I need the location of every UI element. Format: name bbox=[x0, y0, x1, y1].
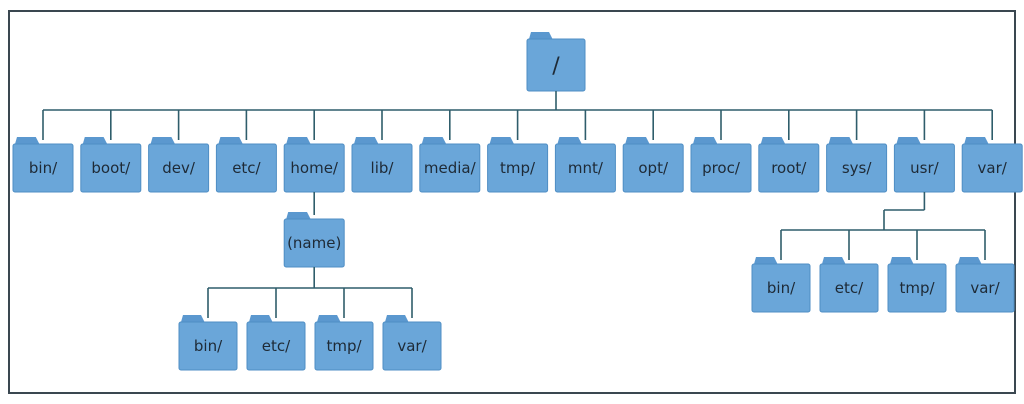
folder-dev[interactable]: dev/ bbox=[148, 137, 210, 193]
folder-label: bin/ bbox=[29, 159, 58, 177]
folder-icon bbox=[622, 143, 684, 193]
folder-tab bbox=[557, 137, 582, 144]
folder-icon bbox=[314, 321, 374, 371]
folder-icon bbox=[826, 143, 888, 193]
folder-proc[interactable]: proc/ bbox=[690, 137, 752, 193]
folder-icon bbox=[419, 143, 481, 193]
folder-label: media/ bbox=[424, 159, 477, 177]
folder-icon bbox=[690, 143, 752, 193]
folder-label: tmp/ bbox=[500, 159, 536, 177]
folder-tab bbox=[529, 32, 553, 39]
folder-tab bbox=[754, 257, 778, 264]
folder-tab bbox=[822, 257, 846, 264]
folder-label: usr/ bbox=[910, 159, 939, 177]
folder-root[interactable]: root/ bbox=[758, 137, 820, 193]
folder-tab bbox=[625, 137, 650, 144]
folder-icon bbox=[178, 321, 238, 371]
folder-label: lib/ bbox=[371, 159, 395, 177]
folder-icon bbox=[887, 263, 947, 313]
folder-usr-tmp[interactable]: tmp/ bbox=[887, 257, 947, 313]
folder-tab bbox=[385, 315, 409, 322]
folder-tab bbox=[317, 315, 341, 322]
folder-label: var/ bbox=[397, 337, 427, 355]
folder-label: boot/ bbox=[91, 159, 131, 177]
folder-label: var/ bbox=[978, 159, 1008, 177]
folder-tab bbox=[489, 137, 514, 144]
folder-tab bbox=[286, 137, 311, 144]
folder-icon bbox=[487, 143, 549, 193]
folder-tab bbox=[760, 137, 786, 144]
folder-tab bbox=[181, 315, 205, 322]
folder-icon bbox=[215, 143, 277, 193]
folder-tab bbox=[82, 137, 108, 144]
folder-label: etc/ bbox=[835, 279, 864, 297]
folder-icon bbox=[554, 143, 616, 193]
folder-sys[interactable]: sys/ bbox=[826, 137, 888, 193]
folder-label: home/ bbox=[290, 159, 339, 177]
folder-tab bbox=[828, 137, 853, 144]
folder-label: / bbox=[552, 54, 560, 79]
folder-root[interactable]: / bbox=[526, 32, 586, 92]
folder-tab bbox=[286, 212, 311, 219]
folder-icon bbox=[961, 143, 1023, 193]
folder-usr-etc[interactable]: etc/ bbox=[819, 257, 879, 313]
folder-name-tmp[interactable]: tmp/ bbox=[314, 315, 374, 371]
folder-label: (name) bbox=[287, 234, 341, 252]
folder-usr-var[interactable]: var/ bbox=[955, 257, 1015, 313]
folder-icon bbox=[758, 143, 820, 193]
folder-label: tmp/ bbox=[326, 337, 362, 355]
folder-tab bbox=[958, 257, 982, 264]
folder-tab bbox=[964, 137, 989, 144]
folder-icon bbox=[80, 143, 142, 193]
folder-var[interactable]: var/ bbox=[961, 137, 1023, 193]
folder-usr-bin[interactable]: bin/ bbox=[751, 257, 811, 313]
diagram-frame bbox=[8, 10, 1016, 394]
folder-media[interactable]: media/ bbox=[419, 137, 481, 193]
folder-tab bbox=[15, 137, 40, 144]
folder-label: sys/ bbox=[842, 159, 873, 177]
folder-label: dev/ bbox=[162, 159, 196, 177]
folder-bin[interactable]: bin/ bbox=[12, 137, 74, 193]
folder-name-var[interactable]: var/ bbox=[382, 315, 442, 371]
folder-tab bbox=[218, 137, 243, 144]
folder-label: etc/ bbox=[232, 159, 261, 177]
folder-icon bbox=[351, 143, 413, 193]
folder-tab bbox=[890, 257, 914, 264]
folder-mnt[interactable]: mnt/ bbox=[554, 137, 616, 193]
folder-tab bbox=[150, 137, 175, 144]
folder-label: var/ bbox=[970, 279, 1000, 297]
folder-tmp[interactable]: tmp/ bbox=[487, 137, 549, 193]
folder-icon bbox=[246, 321, 306, 371]
folder-tab bbox=[693, 137, 718, 144]
folder-tab bbox=[421, 137, 447, 144]
folder-name-bin[interactable]: bin/ bbox=[178, 315, 238, 371]
folder-label: mnt/ bbox=[568, 159, 604, 177]
folder-name[interactable]: (name) bbox=[283, 212, 345, 268]
folder-etc[interactable]: etc/ bbox=[215, 137, 277, 193]
folder-icon bbox=[955, 263, 1015, 313]
folder-icon bbox=[751, 263, 811, 313]
folder-tab bbox=[896, 137, 921, 144]
folder-home[interactable]: home/ bbox=[283, 137, 345, 193]
folder-usr[interactable]: usr/ bbox=[893, 137, 955, 193]
folder-label: opt/ bbox=[638, 159, 669, 177]
folder-icon bbox=[148, 143, 210, 193]
folder-label: tmp/ bbox=[899, 279, 935, 297]
folder-icon bbox=[382, 321, 442, 371]
folder-tab bbox=[249, 315, 273, 322]
folder-label: root/ bbox=[771, 159, 807, 177]
folder-label: bin/ bbox=[194, 337, 223, 355]
folder-name-etc[interactable]: etc/ bbox=[246, 315, 306, 371]
folder-opt[interactable]: opt/ bbox=[622, 137, 684, 193]
folder-boot[interactable]: boot/ bbox=[80, 137, 142, 193]
folder-icon bbox=[819, 263, 879, 313]
folder-tab bbox=[354, 137, 379, 144]
folder-icon bbox=[12, 143, 74, 193]
folder-lib[interactable]: lib/ bbox=[351, 137, 413, 193]
folder-label: bin/ bbox=[767, 279, 796, 297]
folder-label: proc/ bbox=[702, 159, 741, 177]
folder-label: etc/ bbox=[262, 337, 291, 355]
